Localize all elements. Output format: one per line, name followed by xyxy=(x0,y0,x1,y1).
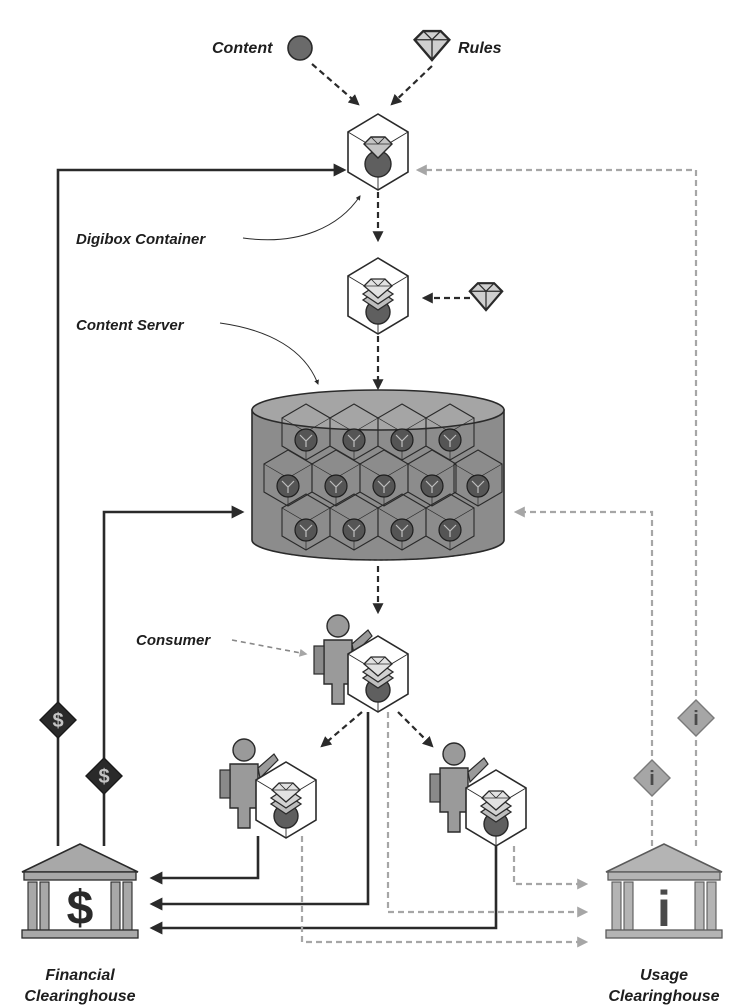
bank-icon: $ xyxy=(21,843,139,939)
svg-text:$: $ xyxy=(98,766,109,788)
usage-clearinghouse-label-line1: Usage xyxy=(640,967,688,984)
content-sphere-icon xyxy=(287,35,313,61)
content-to-container-arrow xyxy=(311,63,360,106)
consumer-label-leader xyxy=(231,639,308,657)
consumer-payment-arrow xyxy=(149,712,370,911)
info-diamond-icon: i xyxy=(677,699,715,737)
dollar-diamond-icon: $ xyxy=(39,701,77,739)
user-digibox-icon xyxy=(465,769,527,847)
usage-to-server-arrow xyxy=(513,506,654,846)
financial-to-container-arrow xyxy=(56,163,347,846)
consumer-to-right-user-arrow xyxy=(397,711,434,748)
svg-text:$: $ xyxy=(52,710,63,732)
consumer-to-left-user-arrow xyxy=(320,711,363,748)
rules-gem-icon xyxy=(413,29,451,62)
content-server-label-leader xyxy=(219,322,319,385)
consumer-usage-arrow xyxy=(386,712,589,918)
digibox-stacked-icon xyxy=(347,257,409,335)
user-payment-arrow-2 xyxy=(149,846,498,935)
usage-to-container-arrow xyxy=(415,164,698,846)
digibox-container-label: Digibox Container xyxy=(76,231,206,248)
svg-text:i: i xyxy=(693,708,699,730)
rules-to-container-arrow xyxy=(390,65,433,106)
financial-clearinghouse-label-line2: Clearinghouse xyxy=(24,988,135,1005)
svg-text:i: i xyxy=(649,768,655,790)
content-server-label: Content Server xyxy=(76,317,185,334)
user-usage-arrow-1 xyxy=(300,836,589,948)
financial-to-server-arrow xyxy=(102,505,245,846)
additional-rules-gem-icon xyxy=(468,282,504,312)
info-diamond-icon: i xyxy=(633,759,671,797)
user-payment-arrow-1 xyxy=(149,836,260,885)
digibox-icon xyxy=(347,113,409,191)
content-label: Content xyxy=(212,40,273,57)
usage-clearinghouse-label-line2: Clearinghouse xyxy=(608,988,719,1005)
digibox-label-leader xyxy=(242,195,361,241)
rules-label: Rules xyxy=(458,40,502,57)
consumer-label: Consumer xyxy=(136,632,211,649)
server-cylinder-icon xyxy=(251,389,505,561)
dollar-symbol: $ xyxy=(67,882,94,935)
financial-clearinghouse-label-line1: Financial xyxy=(45,967,115,984)
bank-icon: i xyxy=(605,843,723,939)
info-symbol: i xyxy=(657,881,671,937)
dollar-diamond-icon: $ xyxy=(85,757,123,795)
user-usage-arrow-2 xyxy=(512,846,589,890)
